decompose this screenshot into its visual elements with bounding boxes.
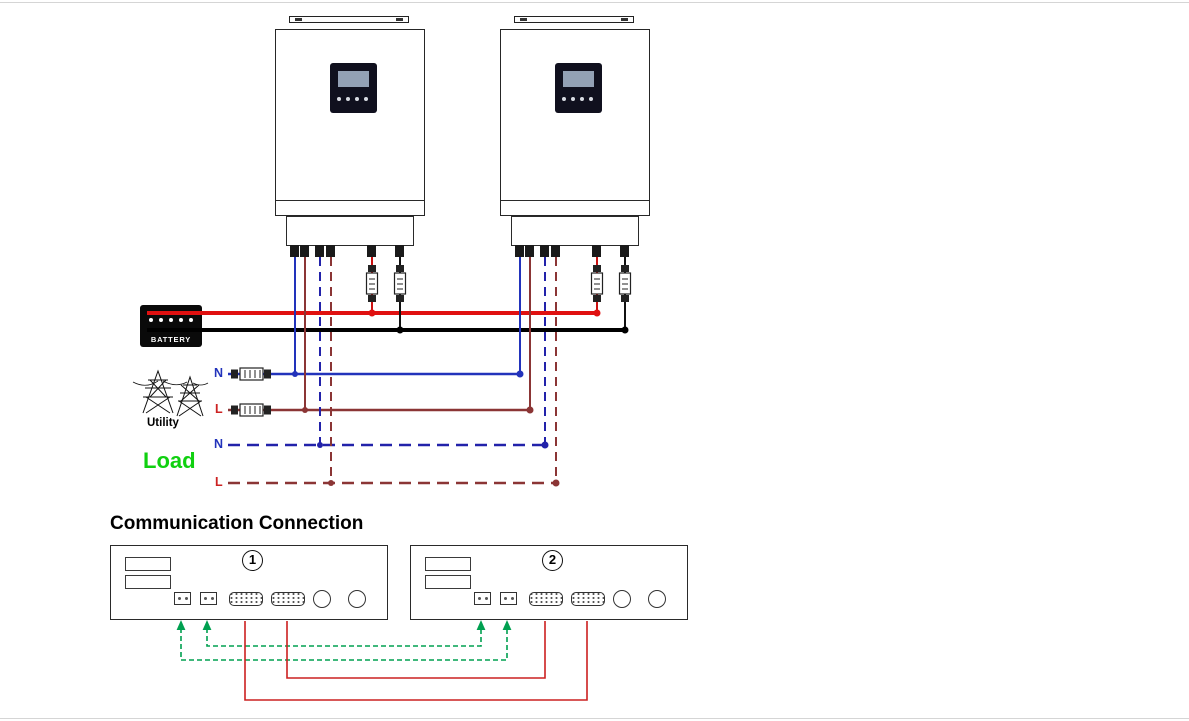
mounting-bracket [514,16,634,23]
comm-port-a [174,592,191,605]
db9-port-1 [229,592,263,606]
utility-line-label: L [215,402,223,416]
display-screen [563,71,594,87]
battery-label: BATTERY [150,335,192,344]
terminal-nub [515,245,524,257]
dc-fuse-icon [393,265,407,302]
comm-green-cables [180,628,508,661]
comm-red-cables [244,621,588,701]
terminal-nub [395,245,404,257]
inverter-2 [500,16,650,257]
battery-drop-wires [371,257,626,330]
terminal-nub [315,245,324,257]
dc-fuse-icon [365,265,379,302]
dc-fuse-icon [618,265,632,302]
panel-seam [501,200,649,201]
terminal-nub [300,245,309,257]
terminal-nub [620,245,629,257]
vent-slot [425,557,471,571]
round-connector-1 [613,590,631,608]
load-neutral-label: N [214,437,224,451]
comm-port-b [500,592,517,605]
utility-towers-icon [132,369,209,417]
round-connector-2 [348,590,366,608]
battery-terminal-dots [149,318,193,322]
load-label: Load [143,448,196,473]
terminal-nub [290,245,299,257]
ac-breaker-neutral-icon [231,367,271,381]
page-edge-line [0,718,1189,719]
utility-neutral-label: N [214,366,224,380]
comm-panel-unit2: 2 [410,545,688,620]
ac-breaker-line-icon [231,403,271,417]
comm-port-b [200,592,217,605]
panel-seam [276,200,424,201]
db9-port-2 [271,592,305,606]
mounting-bracket [289,16,409,23]
unit-number-badge: 2 [542,550,563,571]
ac-input-wires [228,257,531,412]
db9-port-2 [571,592,605,606]
inverter-body [275,29,425,216]
vent-slot [425,575,471,589]
junction-dots [292,309,629,487]
terminal-nub [592,245,601,257]
vent-slot [125,575,171,589]
round-connector-2 [648,590,666,608]
battery-icon: BATTERY [140,305,202,347]
display-buttons [337,97,368,101]
inverter-body [500,29,650,216]
inverter-1 [275,16,425,257]
load-output-wires [228,257,557,485]
terminal-nub [551,245,560,257]
display-screen [338,71,369,87]
terminal-nub [525,245,534,257]
utility-label: Utility [147,417,179,429]
comm-green-arrows [176,620,512,630]
communication-heading: Communication Connection [110,513,364,534]
lcd-display [330,63,377,113]
lcd-display [555,63,602,113]
display-buttons [562,97,593,101]
comm-panel-unit1: 1 [110,545,388,620]
terminal-compartment [286,216,414,246]
dc-fuse-icon [590,265,604,302]
terminal-nub [540,245,549,257]
terminal-compartment [511,216,639,246]
page-edge-line [0,2,1189,3]
vent-slot [125,557,171,571]
terminal-nub [326,245,335,257]
battery-dash-line [148,328,194,330]
battery-bus-wires [147,311,627,332]
unit-number-badge: 1 [242,550,263,571]
terminal-nub [367,245,376,257]
round-connector-1 [313,590,331,608]
load-line-label: L [215,475,223,489]
comm-port-a [474,592,491,605]
db9-port-1 [529,592,563,606]
